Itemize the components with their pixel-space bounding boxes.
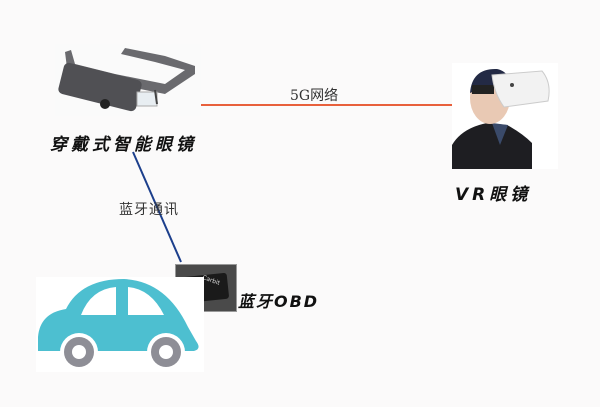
vr-glasses-label: VR眼镜 [455,185,532,205]
car-icon [36,277,204,372]
obd-label: 蓝牙OBD [238,292,320,311]
vr-glasses-image [452,63,558,169]
smart-glasses-label: 穿戴式智能眼镜 [50,135,197,155]
edge-5g-label: 5G网络 [290,88,339,104]
smart-glasses-image [55,44,201,116]
edge-bluetooth-line [132,151,182,263]
edge-bluetooth-label: 蓝牙通讯 [119,202,179,218]
